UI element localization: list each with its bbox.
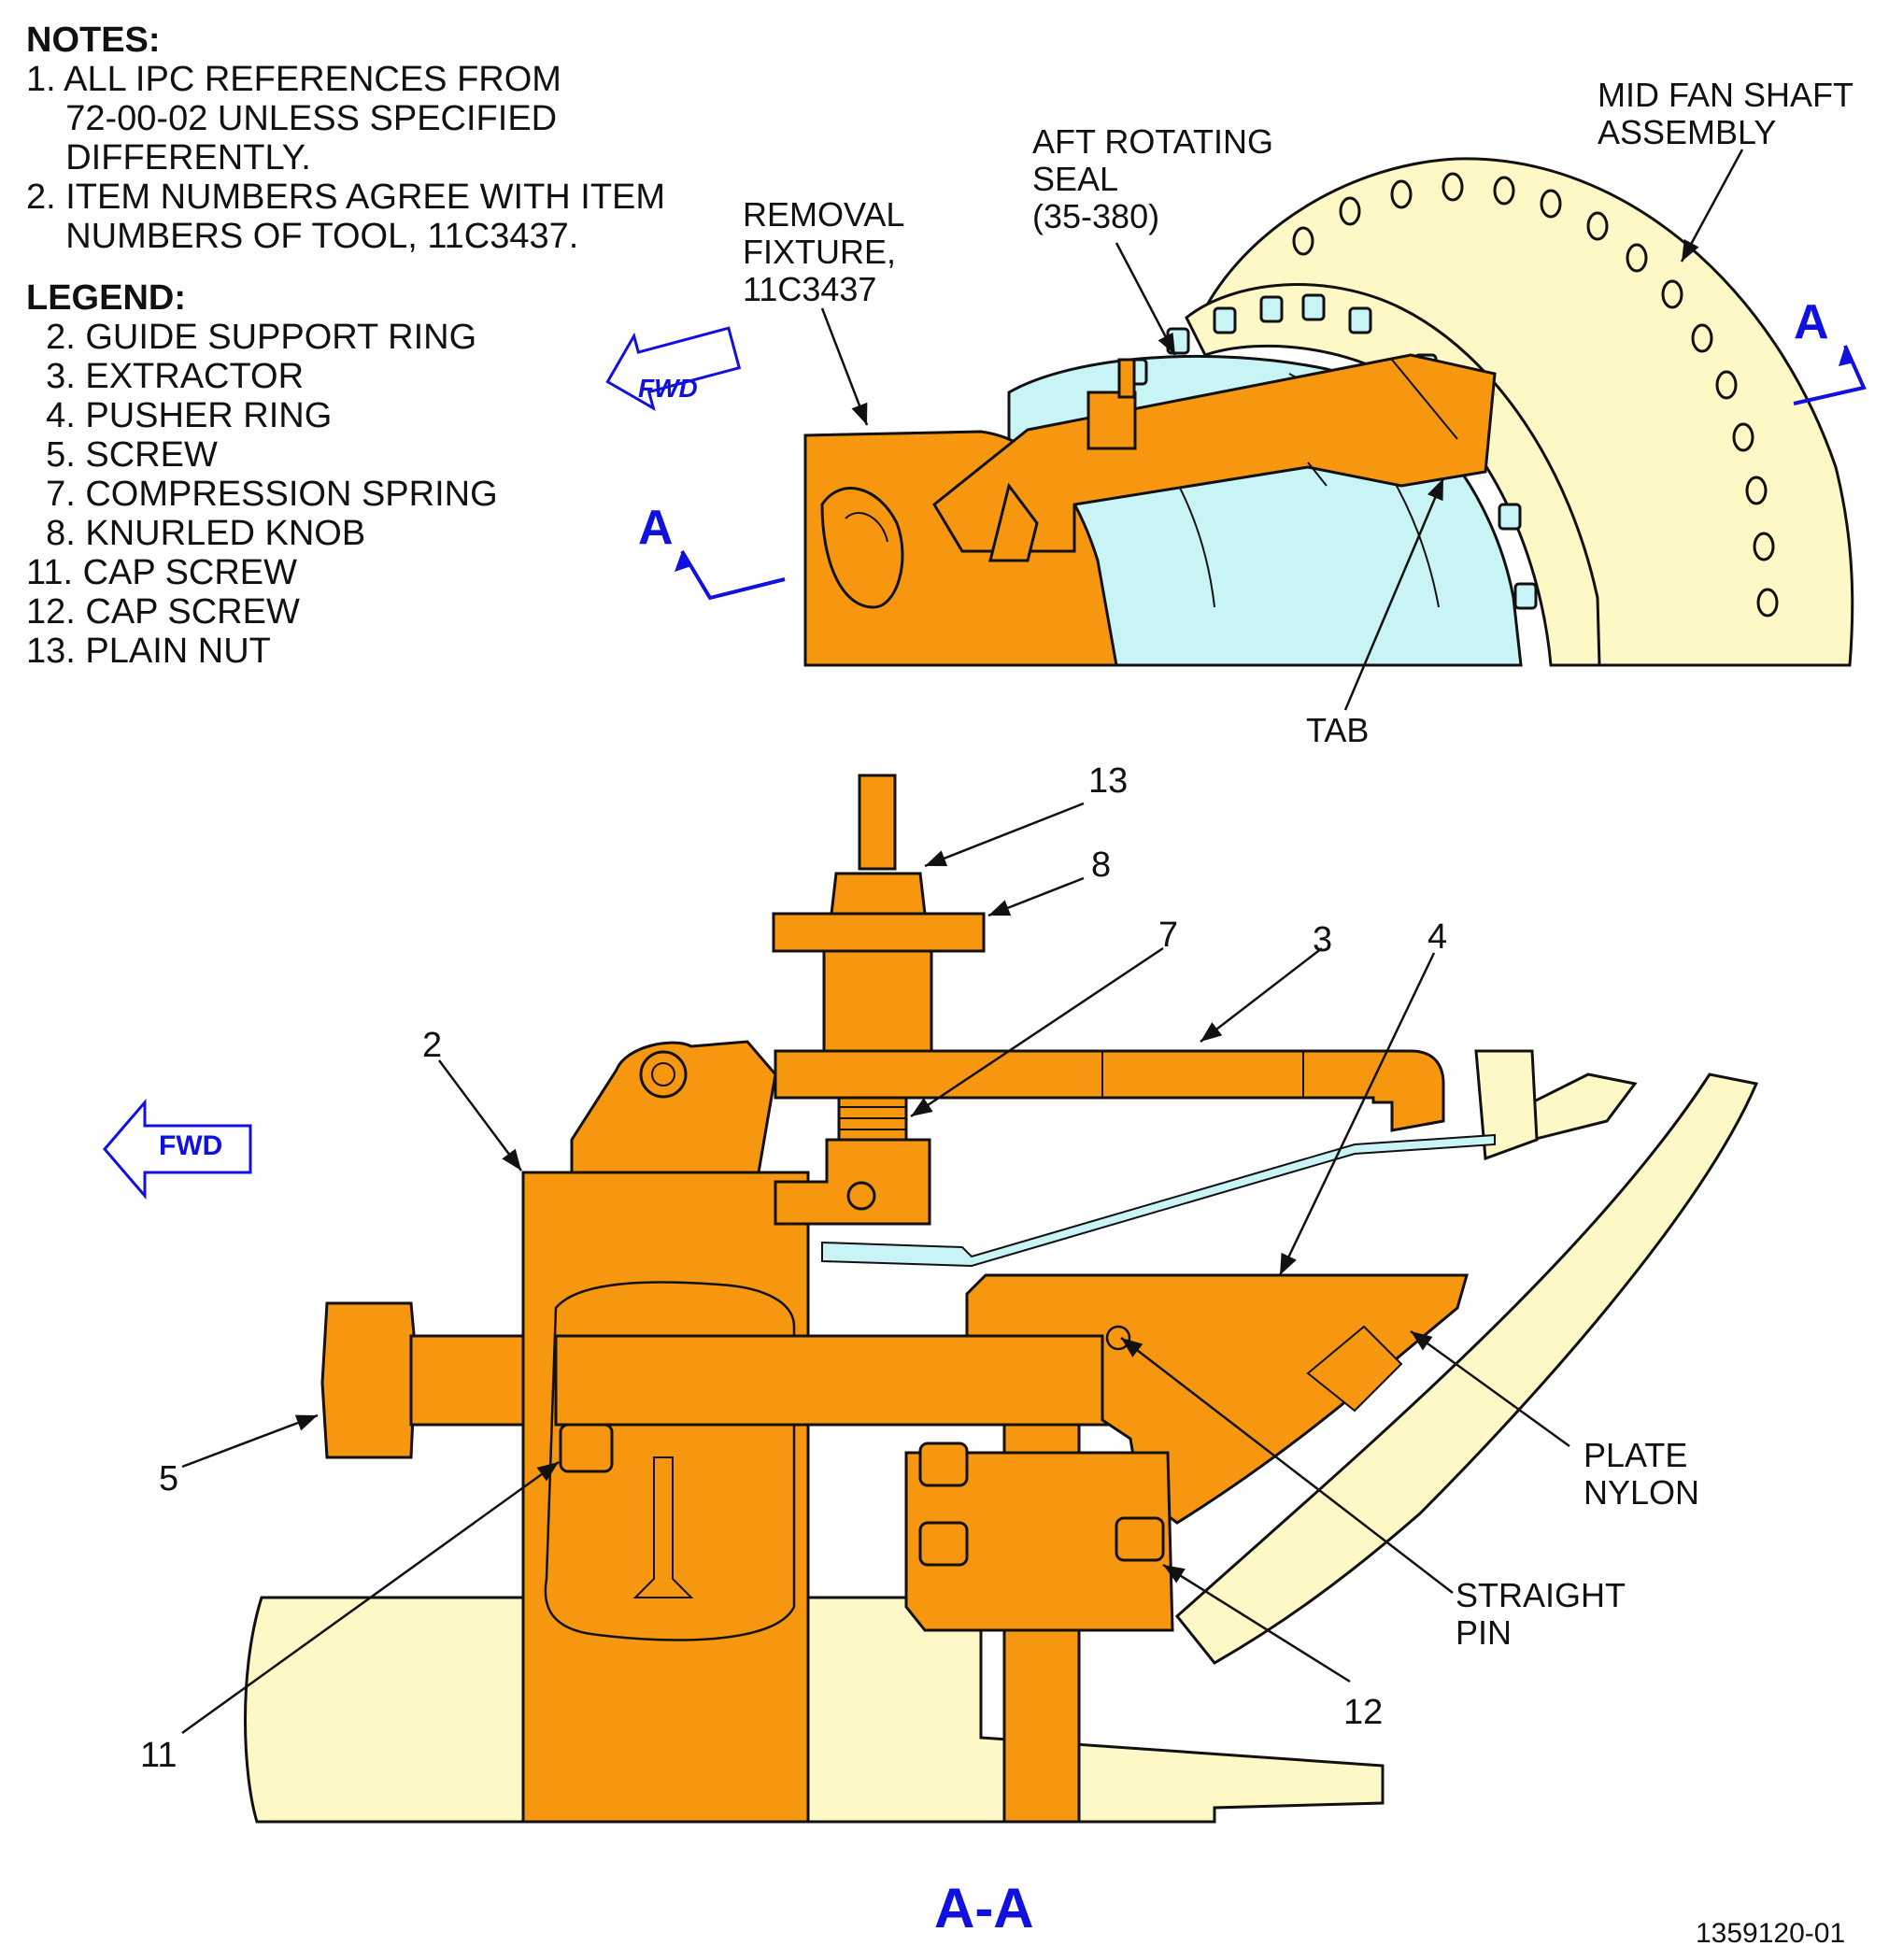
legend-item: 2. GUIDE SUPPORT RING bbox=[26, 318, 477, 357]
figure-id: 1359120-01 bbox=[1696, 1918, 1846, 1949]
item-number-8: 8 bbox=[1091, 845, 1112, 885]
notes-heading: NOTES: bbox=[26, 21, 161, 60]
plain-nut-shaft bbox=[858, 774, 897, 871]
section-title: A-A bbox=[934, 1877, 1034, 1939]
item-number-4: 4 bbox=[1427, 917, 1448, 957]
item-number-7: 7 bbox=[1158, 916, 1179, 955]
disk-holes bbox=[1292, 172, 1779, 618]
legend-item: 13. PLAIN NUT bbox=[26, 632, 271, 671]
pivot-block bbox=[570, 1040, 777, 1174]
fwd-label-top: FWD bbox=[638, 374, 698, 403]
straight-pin-label: STRAIGHT PIN bbox=[1456, 1576, 1626, 1652]
legend-item: 5. SCREW bbox=[26, 435, 218, 475]
notes-block: NOTES: 1. ALL IPC REFERENCES FROM 72-00-… bbox=[26, 21, 665, 671]
plate-nylon-label: PLATE NYLON bbox=[1584, 1436, 1700, 1512]
legend-item: 8. KNURLED KNOB bbox=[26, 514, 366, 553]
fwd-arrow-section bbox=[103, 1098, 252, 1200]
seal-strip bbox=[821, 1133, 1496, 1268]
item-number-3: 3 bbox=[1313, 920, 1333, 959]
legend-heading: LEGEND: bbox=[26, 278, 186, 318]
item-number-2: 2 bbox=[422, 1026, 443, 1065]
section-marker-left: A bbox=[638, 501, 674, 555]
mid-fan-shaft-label: MID FAN SHAFT ASSEMBLY bbox=[1598, 76, 1854, 151]
knurled-knob bbox=[772, 912, 986, 953]
fwd-arrow-top bbox=[605, 326, 742, 412]
fwd-label-section: FWD bbox=[159, 1130, 223, 1161]
legend-item: 3. EXTRACTOR bbox=[26, 357, 305, 396]
legend-item: 4. PUSHER RING bbox=[26, 396, 333, 435]
aft-rotating-seal-label: AFT ROTATING SEAL (35-380) bbox=[1032, 122, 1273, 235]
note-line: 2. ITEM NUMBERS AGREE WITH ITEM bbox=[26, 178, 666, 217]
item-number-5: 5 bbox=[159, 1459, 179, 1498]
tab-label: TAB bbox=[1306, 711, 1370, 749]
screw-shaft bbox=[409, 1334, 525, 1427]
plain-nut bbox=[830, 872, 927, 916]
item-number-12: 12 bbox=[1343, 1693, 1384, 1732]
section-aa-view bbox=[103, 774, 1759, 1824]
note-line: 72-00-02 UNLESS SPECIFIED bbox=[26, 99, 558, 138]
section-marker-right: A bbox=[1794, 295, 1829, 349]
top-isometric-view bbox=[605, 149, 1867, 711]
item-number-13: 13 bbox=[1088, 761, 1129, 801]
legend-item: 12. CAP SCREW bbox=[26, 592, 300, 632]
legend-item: 11. CAP SCREW bbox=[26, 553, 298, 592]
removal-fixture-label: REMOVAL FIXTURE, 11C3437 bbox=[743, 195, 905, 308]
screw-head bbox=[320, 1301, 418, 1459]
note-line: NUMBERS OF TOOL, 11C3437. bbox=[26, 217, 579, 256]
curved-seal-part bbox=[1174, 1072, 1759, 1665]
cap-screw-block bbox=[904, 1451, 1174, 1632]
removal-fixture-arm bbox=[932, 353, 1497, 553]
section-line-left bbox=[680, 549, 786, 601]
item-number-11: 11 bbox=[140, 1736, 178, 1775]
note-line: DIFFERENTLY. bbox=[26, 138, 311, 178]
cap-screws-12 bbox=[918, 1442, 1165, 1567]
extractor-arm bbox=[774, 1049, 1445, 1132]
legend-item: 7. COMPRESSION SPRING bbox=[26, 475, 498, 514]
cap-screw-11 bbox=[559, 1423, 614, 1473]
note-line: 1. ALL IPC REFERENCES FROM bbox=[26, 60, 561, 99]
